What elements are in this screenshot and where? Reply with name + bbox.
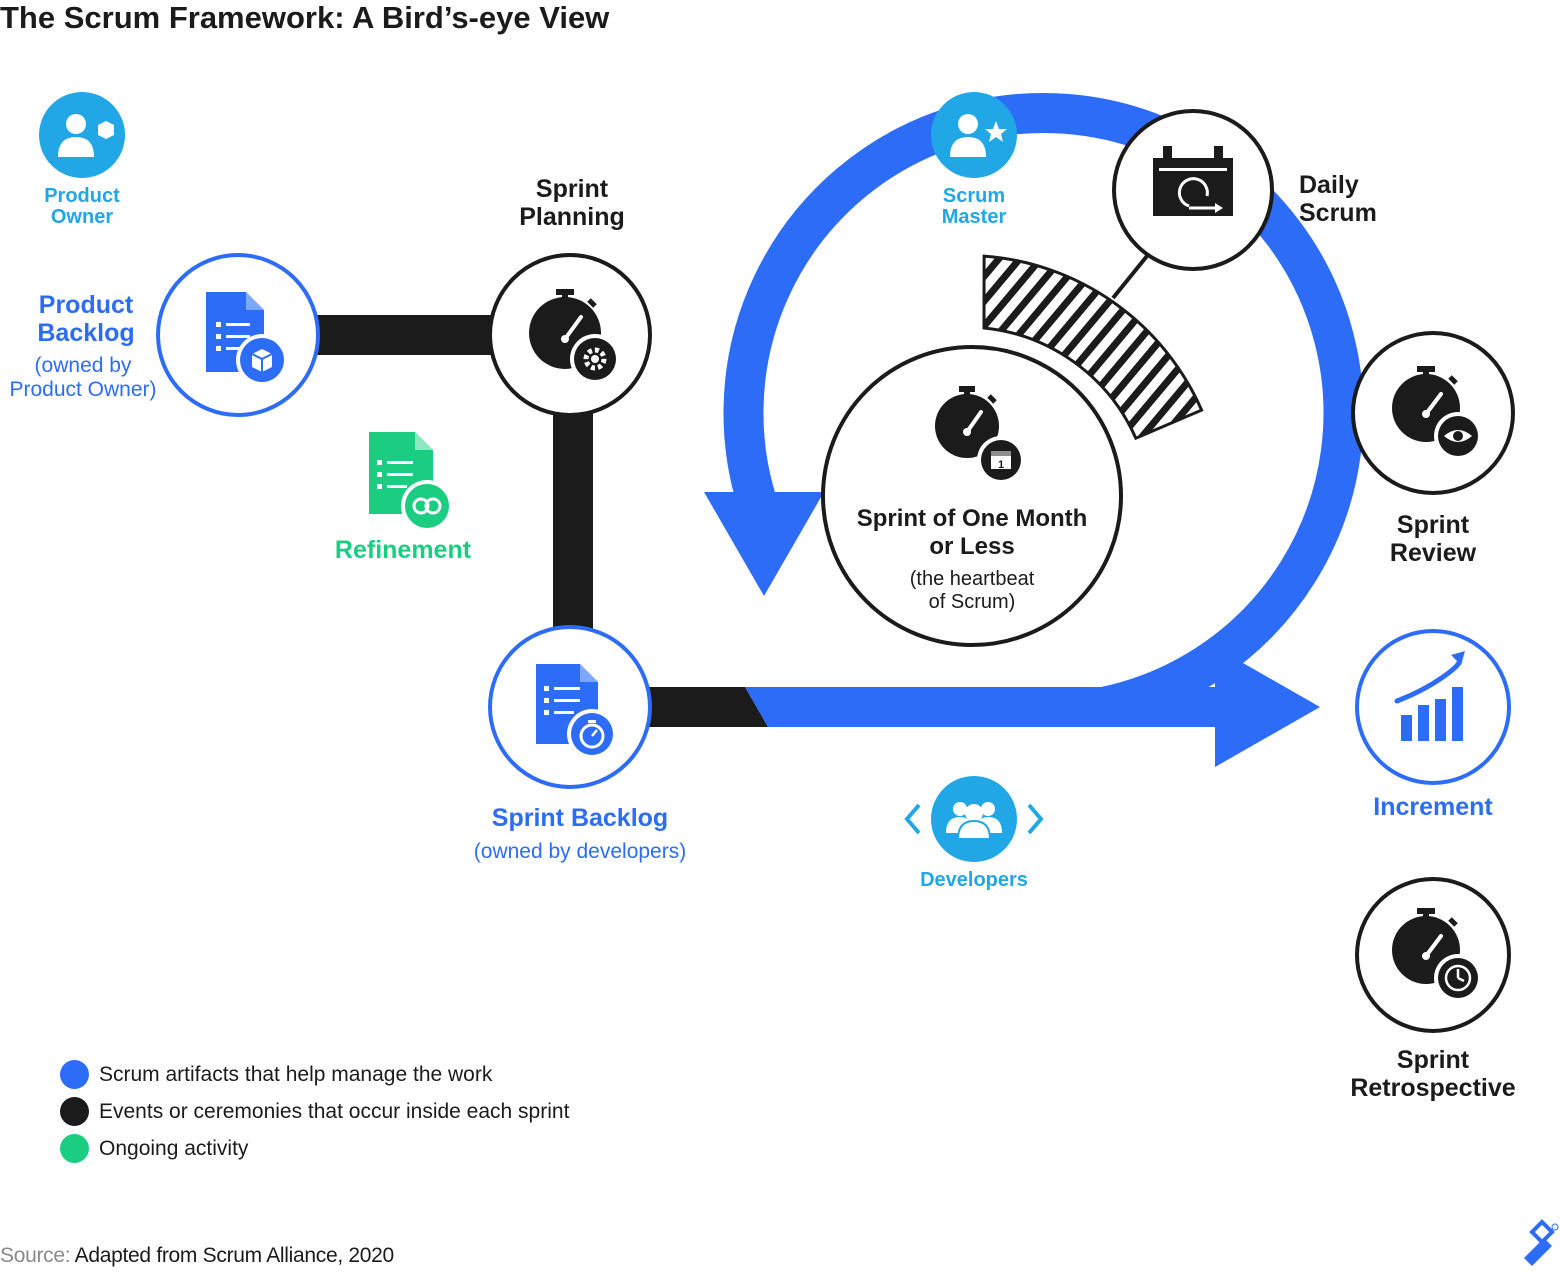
product-backlog-owner-line1: (owned by [34, 354, 132, 377]
legend-item-artifacts: Scrum artifacts that help manage the wor… [60, 1060, 492, 1089]
daily-scrum-segment [982, 254, 1204, 441]
connector-backlog-planning [300, 315, 510, 355]
legend-item-ongoing: Ongoing activity [60, 1134, 248, 1163]
legend-label-events: Events or ceremonies that occur inside e… [99, 1099, 570, 1123]
sprint-backlog-owner: (owned by developers) [473, 840, 687, 863]
connector-sprintbacklog-sprint [640, 687, 768, 727]
page-title: The Scrum Framework: A Bird’s-eye View [0, 0, 610, 35]
stopwatch-eye-icon [1392, 366, 1482, 460]
sprint-title-line2: or Less [929, 532, 1015, 560]
scrum-master-label: Scrum Master [914, 186, 1034, 228]
calendar-loop-icon [1153, 146, 1233, 216]
legend-label-ongoing: Ongoing activity [99, 1136, 249, 1160]
brand-logo-icon [1524, 1219, 1559, 1266]
daily-scrum-pointer [1111, 254, 1149, 300]
source-text: Adapted from Scrum Alliance, 2020 [70, 1244, 395, 1267]
product-backlog-title: Product Backlog [8, 291, 164, 347]
sprint-loop-arrowhead [704, 492, 824, 596]
daily-scrum-label-line2: Scrum [1299, 199, 1377, 227]
legend-item-events: Events or ceremonies that occur inside e… [60, 1097, 569, 1126]
sprint-planning-label: Sprint Planning [490, 175, 654, 231]
sprint-circle [821, 345, 1123, 647]
legend-label-artifacts: Scrum artifacts that help manage the wor… [99, 1062, 493, 1086]
sprint-review-label-line1: Sprint [1396, 511, 1470, 539]
sprint-review-label-line2: Review [1389, 539, 1477, 567]
developers-label: Developers [920, 869, 1028, 891]
product-backlog-title-line2: Backlog [37, 319, 135, 347]
growth-chart-icon [1394, 651, 1465, 741]
product-backlog-owner: (owned by Product Owner) [0, 354, 166, 402]
svg-text:1: 1 [998, 459, 1004, 471]
product-owner-label: Product Owner [22, 186, 142, 228]
product-owner-label-line2: Owner [50, 206, 114, 228]
increment-arrow [745, 647, 1320, 767]
scrum-master-label-line2: Master [941, 206, 1007, 228]
group-code-icon [904, 776, 1044, 862]
user-star-icon [931, 92, 1017, 178]
sprint-subtitle-line2: of Scrum) [928, 591, 1016, 614]
sprint-subtitle: (the heartbeat of Scrum) [860, 568, 1084, 615]
increment-label: Increment [1373, 793, 1493, 821]
legend-swatch-black [60, 1097, 89, 1126]
refinement-label: Refinement [334, 536, 472, 564]
document-box-icon [206, 292, 288, 386]
document-cycle-icon [369, 432, 453, 532]
product-owner-label-line1: Product [44, 185, 120, 207]
product-backlog-owner-line2: Product Owner) [9, 378, 157, 402]
daily-scrum-label-line1: Daily [1299, 171, 1359, 199]
sprint-backlog-title: Sprint Backlog [491, 804, 669, 832]
stopwatch-clock-icon [1392, 908, 1482, 1002]
user-box-icon [39, 92, 125, 178]
sprint-planning-label-line1: Sprint [535, 175, 609, 203]
document-stopwatch-icon [536, 664, 617, 759]
source-prefix: Source: [0, 1244, 71, 1267]
increment-circle [1355, 629, 1511, 785]
stopwatch-calendar-icon: 1 [935, 386, 1025, 484]
sprint-title-line1: Sprint of One Month [856, 505, 1088, 532]
product-backlog-title-line1: Product [38, 291, 134, 319]
sprint-planning-label-line2: Planning [519, 203, 625, 231]
source-note: Source: Adapted from Scrum Alliance, 202… [0, 1244, 394, 1268]
daily-scrum-label: Daily Scrum [1299, 171, 1419, 227]
scrum-master-label-line1: Scrum [942, 185, 1006, 207]
connector-planning-sprintbacklog [553, 400, 593, 650]
sprint-review-label: Sprint Review [1353, 511, 1513, 567]
stopwatch-gear-icon [529, 289, 620, 384]
legend-swatch-blue [60, 1060, 89, 1089]
sprint-subtitle-line1: (the heartbeat [909, 568, 1035, 590]
sprint-retrospective-label-line2: Retrospective [1350, 1074, 1516, 1102]
legend-swatch-green [60, 1134, 89, 1163]
sprint-retrospective-label-line1: Sprint [1396, 1046, 1470, 1074]
sprint-title: Sprint of One Month or Less [830, 505, 1114, 560]
sprint-retrospective-label: Sprint Retrospective [1333, 1046, 1533, 1102]
